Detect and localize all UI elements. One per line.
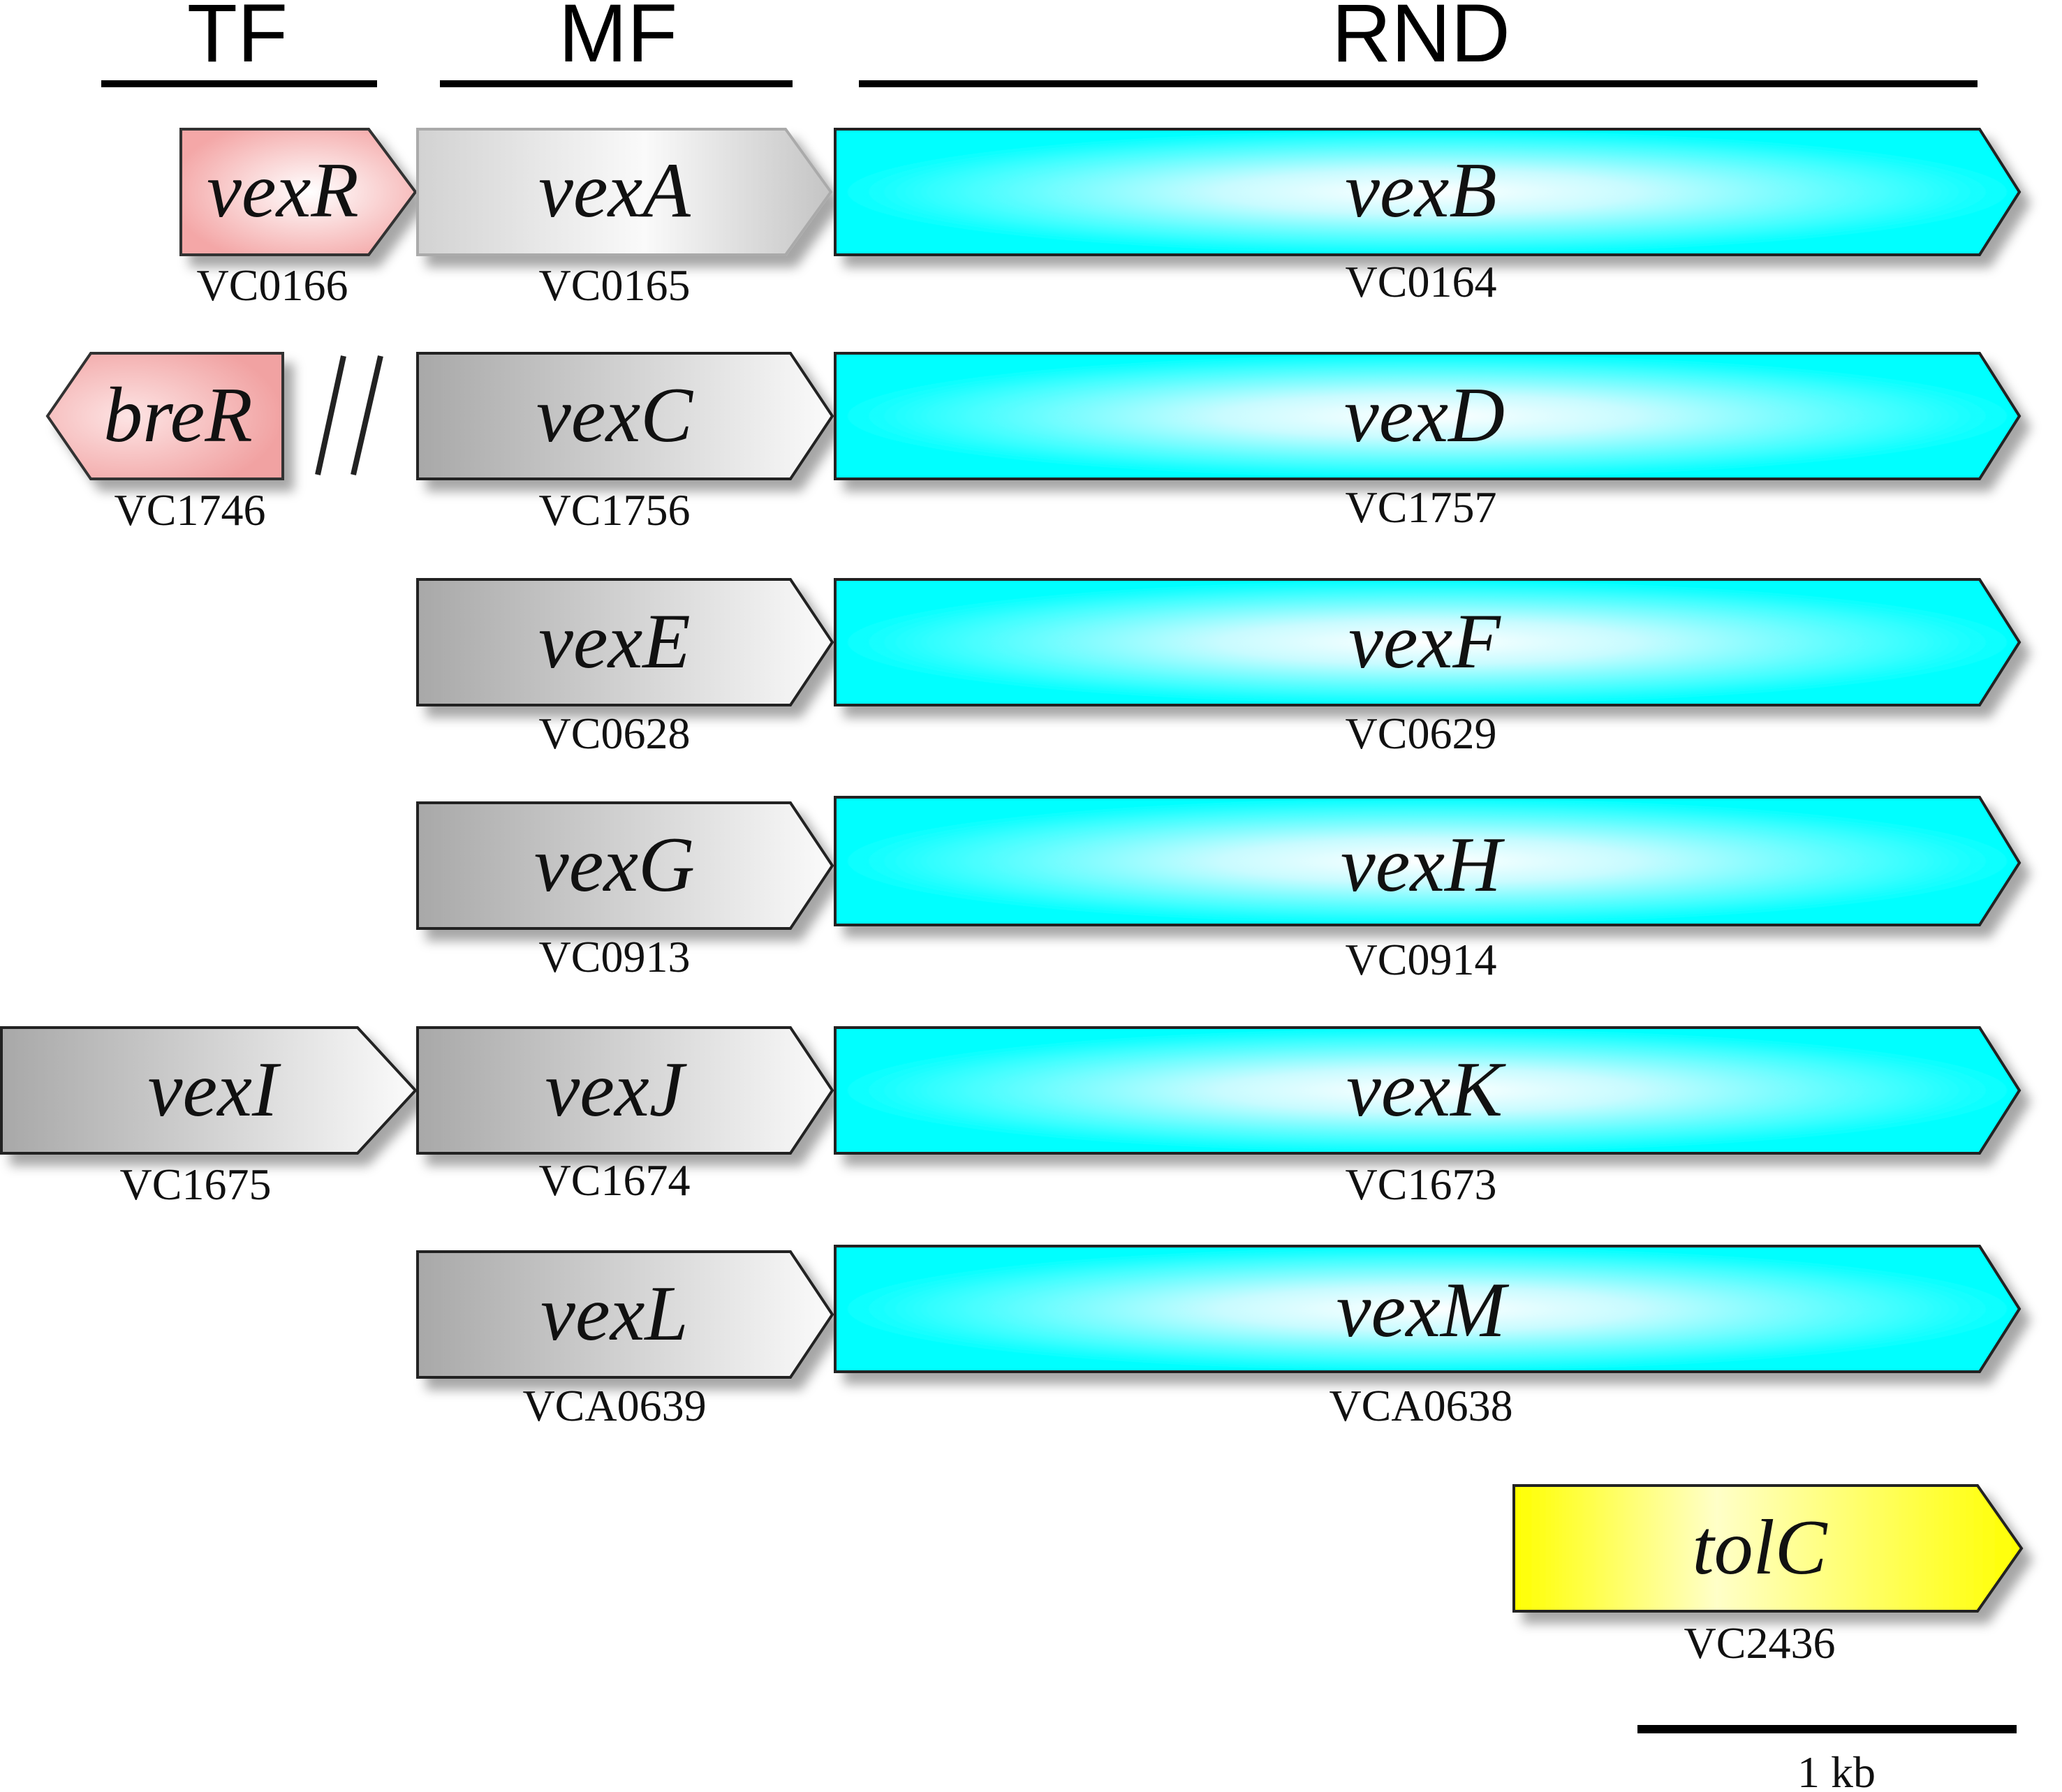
gene-name-vexA: vexA: [538, 147, 691, 234]
locus-vexD: VC1757: [1346, 482, 1497, 532]
gene-arrow-vexC: [416, 352, 834, 480]
locus-breR: VC1746: [115, 485, 266, 535]
gene-vexE: vexE VC0628: [416, 578, 834, 758]
locus-vexJ: VC1674: [539, 1155, 691, 1205]
gene-vexC: vexC VC1756: [416, 352, 834, 535]
locus-vexG: VC0913: [539, 932, 691, 982]
gene-arrow-vexI: [0, 1026, 418, 1155]
gene-vexB: vexB VC0164: [834, 128, 2022, 306]
gene-name-vexL: vexL: [540, 1271, 688, 1357]
locus-vexB: VC0164: [1346, 257, 1497, 306]
header-mf-label: MF: [559, 0, 677, 80]
sequence-break-marker: [315, 355, 383, 475]
gene-vexL: vexL VCA0639: [416, 1250, 834, 1430]
scale-bar-label: 1 kb: [1797, 1747, 1876, 1792]
gene-vexM: vexM VCA0638: [834, 1245, 2022, 1430]
gene-arrow-vexL: [416, 1250, 834, 1379]
gene-arrow-vexF: [834, 578, 2022, 706]
gene-arrow-vexE: [416, 578, 834, 706]
gene-arrow-breR: [45, 352, 284, 480]
gene-arrow-vexG: [416, 801, 834, 930]
locus-vexE: VC0628: [539, 709, 691, 758]
locus-vexR: VC0166: [197, 260, 348, 310]
gene-vexJ: vexJ VC1674: [416, 1026, 834, 1205]
gene-vexA: vexA VC0165: [416, 128, 833, 310]
locus-tolC: VC2436: [1684, 1618, 1836, 1668]
locus-vexF: VC0629: [1346, 709, 1497, 758]
header-rnd-label: RND: [1332, 0, 1510, 80]
locus-vexH: VC0914: [1346, 935, 1497, 984]
gene-breR: breR VC1746: [45, 352, 284, 535]
gene-name-vexC: vexC: [536, 372, 693, 459]
gene-name-vexB: vexB: [1345, 147, 1497, 234]
gene-vexF: vexF VC0629: [834, 578, 2022, 758]
gene-vexG: vexG VC0913: [416, 801, 834, 982]
header-tf: TF: [101, 0, 377, 87]
gene-name-vexJ: vexJ: [545, 1046, 688, 1133]
header-tf-label: TF: [187, 0, 288, 80]
gene-name-tolC: tolC: [1693, 1504, 1828, 1591]
gene-name-vexM: vexM: [1336, 1267, 1510, 1354]
gene-name-vexK: vexK: [1346, 1046, 1506, 1133]
gene-vexK: vexK VC1673: [834, 1026, 2022, 1209]
locus-vexK: VC1673: [1346, 1160, 1497, 1209]
header-rnd: RND: [859, 0, 1978, 87]
gene-name-vexH: vexH: [1341, 822, 1505, 908]
gene-name-vexD: vexD: [1344, 372, 1505, 459]
gene-name-vexE: vexE: [538, 598, 691, 685]
locus-vexL: VCA0639: [522, 1381, 706, 1430]
gene-arrow-vexA: [416, 128, 833, 256]
locus-vexA: VC0165: [539, 260, 691, 310]
gene-name-breR: breR: [103, 372, 253, 459]
gene-vexH: vexH VC0914: [834, 796, 2022, 984]
gene-arrow-vexM: [834, 1245, 2022, 1373]
gene-vexI: vexI VC1675: [0, 1026, 418, 1209]
gene-name-vexR: vexR: [207, 147, 359, 234]
locus-vexM: VCA0638: [1329, 1381, 1512, 1430]
gene-name-vexI: vexI: [148, 1046, 281, 1133]
gene-arrow-tolC: [1512, 1484, 2024, 1613]
gene-arrow-vexR: [179, 128, 418, 256]
gene-vexD: vexD VC1757: [834, 352, 2022, 532]
gene-name-vexF: vexF: [1348, 598, 1501, 685]
scale-bar: 1 kb: [1637, 1725, 2017, 1792]
header-mf: MF: [440, 0, 793, 87]
locus-vexC: VC1756: [539, 485, 691, 535]
gene-arrow-vexH: [834, 796, 2022, 926]
gene-arrow-vexJ: [416, 1026, 834, 1155]
gene-vexR: vexR VC0166: [179, 128, 418, 310]
gene-arrow-vexD: [834, 352, 2022, 480]
locus-vexI: VC1675: [120, 1160, 272, 1209]
gene-name-vexG: vexG: [534, 822, 695, 908]
gene-arrow-vexB: [834, 128, 2022, 256]
gene-tolC: tolC VC2436: [1512, 1484, 2024, 1668]
gene-arrow-vexK: [834, 1026, 2022, 1155]
